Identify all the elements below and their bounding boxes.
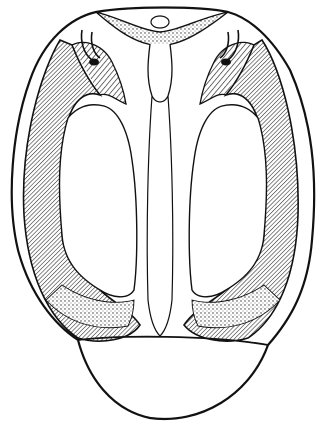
- apical-oval: [151, 16, 169, 28]
- right-node: [221, 59, 231, 66]
- median-stalk: [148, 44, 172, 102]
- left-chamber: [24, 40, 140, 341]
- descending-septum: [147, 96, 173, 336]
- left-node: [89, 59, 99, 66]
- right-chamber: [184, 40, 298, 341]
